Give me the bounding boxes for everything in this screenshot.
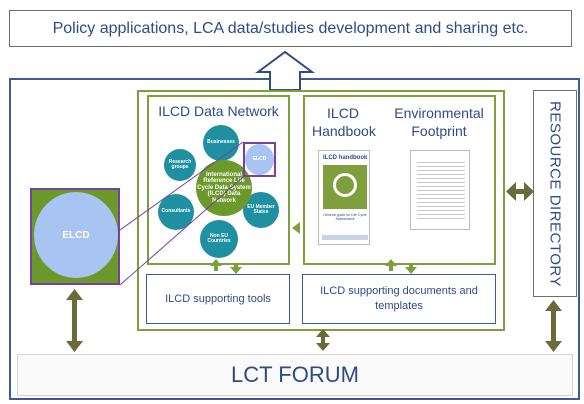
upward-arrow (254, 50, 316, 91)
non-eu-countries-label: Non EU Countries (207, 232, 231, 244)
center-forum-arrow (316, 329, 330, 351)
policy-applications-label: Policy applications, LCA data/studies de… (52, 19, 529, 37)
elcd-forum-arrow (66, 289, 83, 352)
elcd-small-label: ELCD (252, 155, 267, 162)
elcd-small-highlight (243, 142, 276, 177)
lct-forum-label: LCT FORUM (231, 362, 359, 387)
non-eu-countries-node: Non EU Countries (200, 220, 238, 258)
handbook-cover-title: ILCD handbook (323, 155, 368, 161)
handbook-cover-graphic (323, 165, 367, 209)
elcd-big-circle: ELCD (34, 192, 118, 278)
elcd-small-node: ELCD (245, 144, 274, 175)
research-groups-label: Research groups (168, 158, 192, 170)
ilcd-supporting-docs-box: ILCD supporting documents and templates (302, 274, 496, 324)
ilcd-supporting-tools-box: ILCD supporting tools (146, 274, 290, 324)
elcd-link-line-top (119, 141, 244, 231)
businesses-node: Businesses (203, 125, 239, 161)
network-tools-arrows (210, 259, 242, 274)
consultants-label: Consultants (161, 208, 191, 215)
research-groups-node: Research groups (164, 149, 196, 181)
businesses-label: Businesses (207, 139, 235, 146)
resource-directory-box: RESOURCE DIRECTORY (533, 90, 577, 297)
lct-forum-box: LCT FORUM (17, 354, 573, 396)
elcd-link-line-bottom (119, 176, 244, 286)
environmental-footprint-title: Environmental Footprint (394, 105, 484, 139)
handbook-cover-subtitle: General guide for Life Cycle Assessment (323, 213, 367, 221)
panels-left-arrow (292, 222, 300, 234)
eu-member-states-label: EU Member States (247, 203, 275, 215)
eu-member-states-node: EU Member States (243, 192, 279, 228)
handbook-cover-footer (322, 235, 368, 240)
footprint-doc-lines (417, 159, 465, 219)
ilcd-handbook-title: ILCD Handbook (312, 105, 376, 139)
ilcd-supporting-docs-label: ILCD supporting documents and templates (320, 285, 478, 312)
handbook-cover-circle (333, 173, 357, 197)
consultants-node: Consultants (158, 194, 194, 230)
handbook-docs-arrows (385, 259, 417, 274)
policy-applications-box: Policy applications, LCA data/studies de… (9, 10, 572, 47)
frame-resource-arrow (506, 182, 534, 201)
ilcd-data-network-title: ILCD Data Network (158, 103, 279, 119)
resource-forum-arrow (545, 300, 562, 352)
ilcd-handbook-cover: ILCD handbook General guide for Life Cyc… (318, 150, 370, 245)
environmental-footprint-document (410, 150, 470, 230)
ilcd-supporting-tools-label: ILCD supporting tools (165, 292, 271, 305)
elcd-big-label: ELCD (62, 229, 90, 241)
